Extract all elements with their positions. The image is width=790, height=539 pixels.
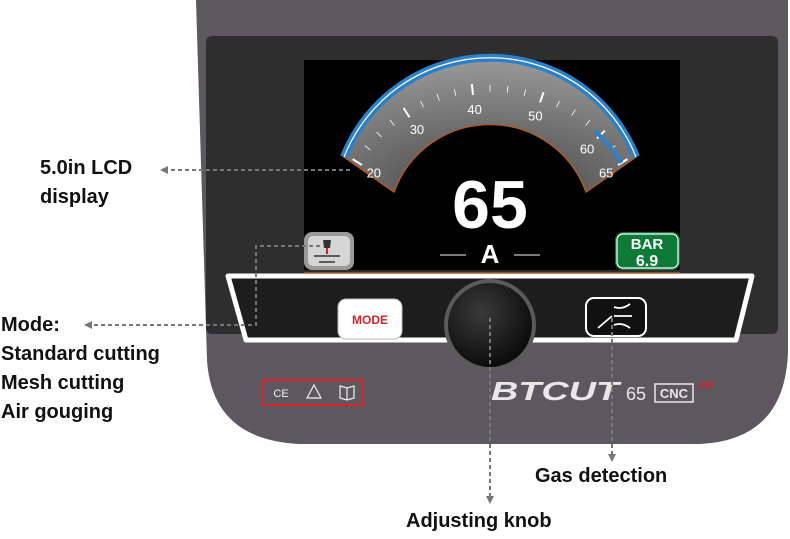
gauge-minor-tick [523,88,527,96]
gauge-minor-tick [420,100,424,108]
pressure-value: 6.9 [636,253,658,270]
model-number: 65 [626,384,646,404]
pressure-badge: BAR 6.9 [615,232,680,270]
current-readout: 65 [452,167,528,243]
gauge-minor-tick [364,145,371,151]
callout-lcd-line: 5.0in LCD [40,157,133,179]
callout-knob-line: Adjusting knob [406,510,552,532]
callout-mode-line: Mode: [1,314,60,336]
mode-button[interactable]: MODE [337,298,403,340]
callout-gas: Gas detection [535,462,667,491]
pressure-label: BAR [631,236,664,253]
gauge-minor-tick [376,131,382,138]
callout-lcd-line: display [40,186,109,208]
callout-mode: Mode: Standard cutting Mesh cutting Air … [1,311,160,427]
manual-icon [339,385,355,401]
gauge-minor-tick [571,109,576,116]
gauge-tick-label: 30 [410,122,424,137]
gauge-major-tick [539,91,545,103]
gauge-minor-tick [506,85,509,94]
cutting-mode-icon [304,232,354,270]
callout-mode-line: Air gouging [1,401,114,423]
callout-mode-line: Mesh cutting [1,372,125,394]
gauge-major-tick [470,83,475,96]
ce-mark: CE [273,388,288,400]
warning-icon [305,383,323,399]
gauge-tick-label: 65 [599,165,613,180]
gauge-minor-tick [453,88,457,96]
gauge-minor-tick [556,100,560,108]
callout-lcd: 5.0in LCD display [40,154,132,212]
gauge-scale-edge [343,57,637,158]
model-tag: LGD [697,381,714,390]
callout-gas-line: Gas detection [535,465,668,487]
leader-mode [84,245,320,329]
lcd-gauge: 20 30 40 50 60 65 [340,53,640,194]
gauge-major-tick [352,158,363,166]
gauge-value-arc [593,129,624,164]
callout-knob: Adjusting knob [406,507,552,536]
brand-name: BTCUT [491,376,622,406]
current-unit: A [481,239,500,269]
gauge-minor-tick [389,119,395,126]
mode-button-label: MODE [352,313,388,327]
callout-mode-line: Standard cutting [1,343,160,365]
gas-detection-button[interactable] [585,297,647,337]
gauge-tick-label: 40 [467,102,481,117]
gauge-minor-tick [436,93,440,101]
model-badge: CNC [660,386,689,401]
callout-leaders [84,166,616,504]
gauge-tick-label: 50 [528,109,542,124]
model-logo: BTCUT 65 CNC LGD [491,376,714,406]
gauge-major-tick [402,107,411,118]
gauge-tick-label: 60 [580,141,594,156]
certification-marks: CE [262,379,364,406]
gas-flow-icon [597,303,632,329]
gauge-minor-tick [585,119,591,126]
gauge-tick-label: 20 [367,165,381,180]
